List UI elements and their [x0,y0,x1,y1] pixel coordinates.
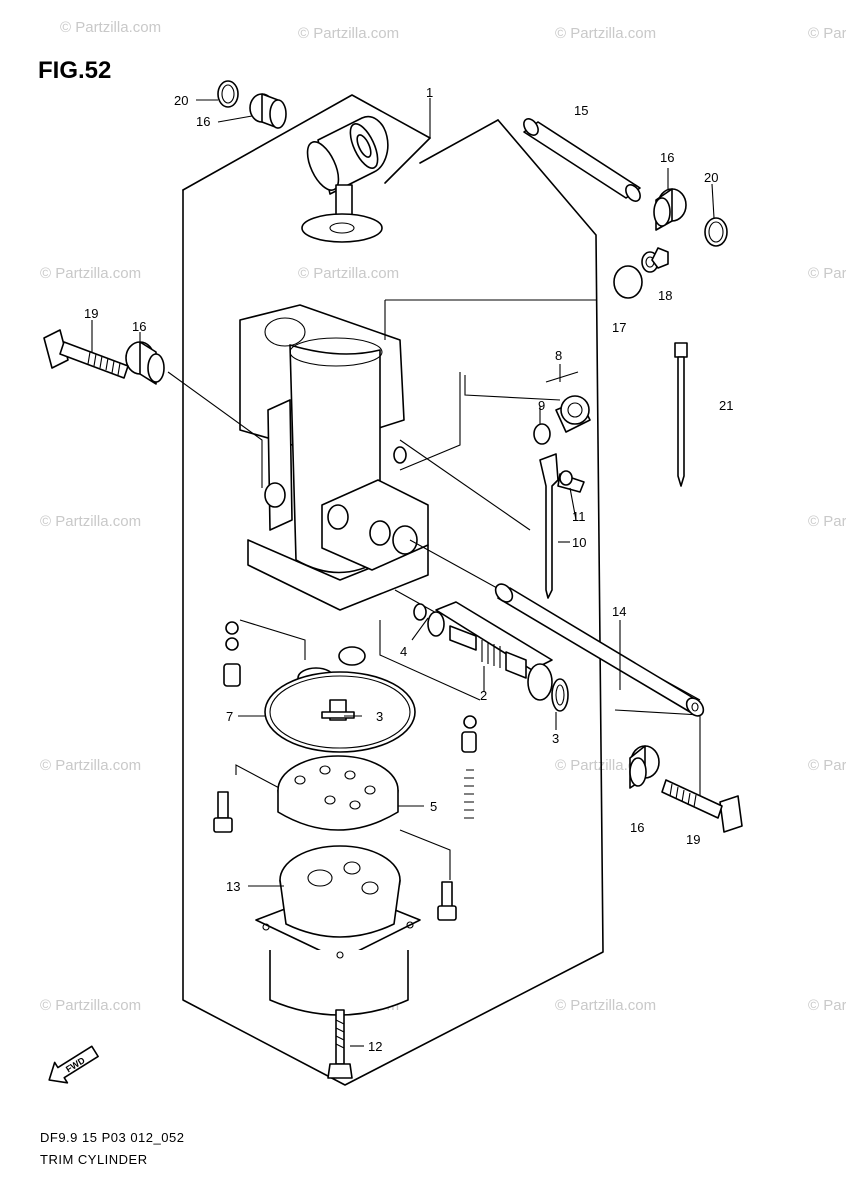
part-10-11-clamp [539,453,585,599]
part-15-pin [523,118,641,202]
callout-11: 11 [572,509,586,524]
callout-15: 15 [574,103,588,118]
upper-pivot-eye [301,115,389,243]
watermark: © Partzilla.com [60,19,161,36]
callout-14: 14 [612,604,626,619]
diagram-code: DF9.9 15 P03 012_052 [40,1130,184,1145]
part-19-bolts [43,329,743,833]
callout-leaders [91,98,715,1047]
watermark: © Partzilla.com [808,265,846,282]
callout-3: 3 [376,709,383,724]
watermark: © Partzilla.com [555,25,656,42]
part-12-bolt [327,1009,353,1079]
watermark: © Partzilla.com [298,25,399,42]
outline-frame [182,119,604,1086]
callout-18: 18 [658,288,672,303]
watermark: © Partzilla.com [40,265,141,282]
cylinder-body [239,304,429,611]
watermark: © Partzilla.com [40,757,141,774]
watermark: © Partzilla.com [808,997,846,1014]
callout-13: 13 [226,879,240,894]
callout-12: 12 [368,1039,382,1054]
callout-8: 8 [555,348,562,363]
fwd-arrow-icon: FWD [48,1045,99,1084]
watermark-layer: © Partzilla.com © Partzilla.com © Partzi… [40,19,846,1014]
callout-16: 16 [132,319,146,334]
callout-19: 19 [686,832,700,847]
part-6-7-rings [264,646,416,753]
callout-1: 1 [426,85,433,100]
part-5-manifold [213,755,457,921]
figure-number: FIG.52 [38,57,111,84]
callout-20: 20 [174,93,188,108]
callout-2: 2 [480,688,487,703]
watermark: © Partzilla.com [555,997,656,1014]
outline-inner-top [384,137,431,184]
assembly-outline [182,94,604,1086]
callout-16: 16 [660,150,674,165]
callout-10: 10 [572,535,586,550]
watermark: © Partzilla.com [808,25,846,42]
callout-21: 21 [719,398,733,413]
part-14-rod [494,583,705,717]
callout-20: 20 [704,170,718,185]
callout-9: 9 [538,398,545,413]
callout-3: 3 [552,731,559,746]
part-2-3-4-valve [413,601,569,712]
part-17-18 [613,247,669,299]
part-16-bushings [125,93,687,789]
watermark: © Partzilla.com [298,265,399,282]
outline-top-left [182,94,431,191]
callout-16: 16 [196,114,210,129]
callout-16: 16 [630,820,644,835]
watermark: © Partzilla.com [808,757,846,774]
part-20-circlips [217,80,728,247]
diagram-title: TRIM CYLINDER [40,1152,148,1167]
callout-7: 7 [226,709,233,724]
callout-labels: 1 2 3 3 4 5 7 8 9 10 11 12 13 14 15 16 1… [84,85,733,1054]
callout-4: 4 [400,644,407,659]
outline-inner-top2 [419,119,499,164]
part-8-9-plug [533,395,591,445]
callout-17: 17 [612,320,626,335]
watermark: © Partzilla.com [40,513,141,530]
callout-19: 19 [84,306,98,321]
watermark: © Partzilla.com [40,997,141,1014]
callout-5: 5 [430,799,437,814]
part-13-motor [255,845,421,1016]
watermark: © Partzilla.com [808,513,846,530]
small-parts-stack [223,621,477,819]
part-21-tie [674,342,688,487]
